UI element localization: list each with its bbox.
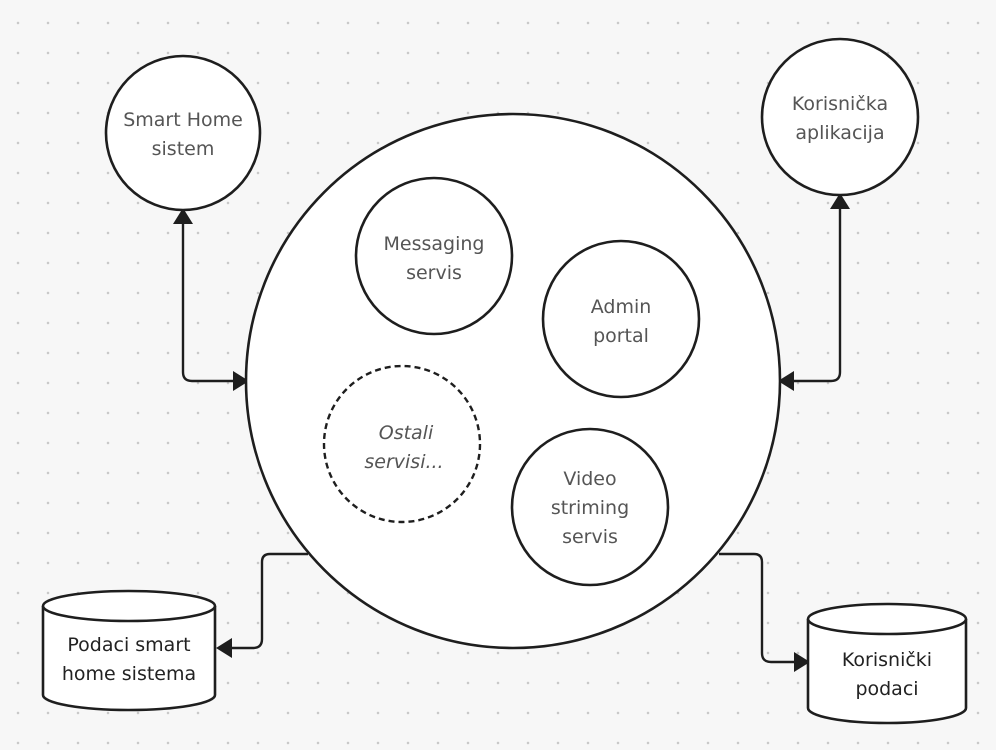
platform-circle[interactable]	[244, 112, 782, 650]
node-label: servis	[406, 262, 462, 284]
connector-smart-home-platform[interactable]	[173, 208, 249, 391]
arrowhead-up-icon	[830, 193, 850, 209]
connector-platform-db-smart-home[interactable]	[216, 552, 308, 658]
database-label: Korisnički	[842, 649, 932, 671]
node-label: Ostali	[379, 422, 434, 444]
node-label: servisi...	[364, 451, 443, 473]
arrowhead-right-icon	[794, 652, 810, 672]
node-admin[interactable]: Admin portal	[541, 239, 701, 399]
node-other-services[interactable]: Ostali servisi...	[322, 364, 482, 524]
database-label: Podaci smart	[67, 634, 190, 656]
node-label: servis	[562, 526, 618, 548]
node-messaging[interactable]: Messaging servis	[354, 176, 514, 336]
node-label: aplikacija	[795, 122, 884, 144]
connector-platform-db-users[interactable]	[719, 552, 810, 672]
database-label: home sistema	[62, 663, 196, 685]
database-label: podaci	[855, 678, 918, 700]
arrowhead-left-icon	[216, 638, 232, 658]
node-video[interactable]: Video striming servis	[510, 427, 670, 587]
node-user-app[interactable]: Korisnička aplikacija	[760, 37, 920, 197]
node-label: Messaging	[384, 233, 485, 255]
node-label: Admin	[591, 296, 652, 318]
node-label: Korisnička	[792, 93, 888, 115]
database-users[interactable]: Korisnički podaci	[806, 602, 968, 725]
connector-user-app-platform[interactable]	[778, 193, 850, 391]
node-label: sistem	[152, 138, 215, 160]
arrowhead-right-icon	[233, 371, 249, 391]
database-smart-home[interactable]: Podaci smart home sistema	[41, 589, 217, 712]
node-smart-home[interactable]: Smart Home sistem	[104, 54, 262, 212]
node-label: striming	[551, 497, 629, 519]
arrowhead-left-icon	[778, 371, 794, 391]
node-label: Video	[563, 468, 616, 490]
node-label: portal	[593, 325, 649, 347]
node-label: Smart Home	[123, 109, 243, 131]
arrowhead-up-icon	[173, 208, 193, 224]
